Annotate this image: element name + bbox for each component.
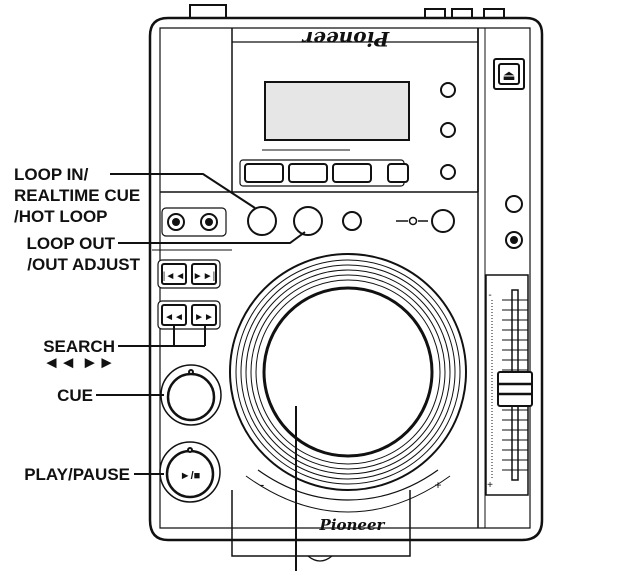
play-pause-icon: ►/■	[180, 470, 201, 482]
loop-in-button[interactable]	[247, 206, 277, 236]
function-button-3[interactable]	[332, 163, 372, 183]
callout-search: SEARCH	[43, 337, 115, 356]
callout-loop-out-1: LOOP OUT	[27, 234, 116, 253]
pitch-minus-label: -	[488, 290, 491, 301]
track-skip-buttons: |◄◄ ►►|	[157, 259, 221, 289]
track-search-small	[161, 207, 227, 237]
search-buttons: ◄◄ ►►	[157, 300, 221, 330]
callout-loop-out-2: /OUT ADJUST	[27, 255, 140, 274]
svg-text:►►|: ►►|	[193, 271, 215, 282]
svg-text:|◄◄: |◄◄	[163, 271, 185, 282]
callout-lines	[96, 173, 306, 571]
loop-in-leader	[110, 173, 256, 209]
display-side-buttons	[440, 82, 456, 180]
pitch-plus-label: +	[487, 480, 493, 491]
display-panel	[262, 81, 410, 151]
function-button-1[interactable]	[244, 163, 284, 183]
side-button-3[interactable]	[440, 164, 456, 180]
right-column-controls: ⏏	[493, 58, 525, 249]
eject-button[interactable]	[498, 63, 520, 85]
top-brand: Pioneer	[301, 27, 390, 51]
callout-loop-in-1: LOOP IN/	[14, 165, 89, 184]
function-buttons	[239, 159, 409, 187]
callout-cue: CUE	[57, 386, 93, 405]
function-button-4[interactable]	[387, 163, 409, 183]
cue-button[interactable]	[166, 372, 216, 422]
loop-out-leader	[118, 231, 306, 244]
jog-minus-label: -	[260, 476, 265, 492]
side-button-2[interactable]	[440, 122, 456, 138]
jog-dial: - +	[229, 253, 467, 513]
jog-wheel[interactable]	[262, 286, 434, 458]
svg-text:►►: ►►	[194, 312, 214, 323]
loop-buttons	[247, 206, 455, 236]
tempo-slider-knob[interactable]	[497, 371, 533, 407]
callout-play-pause: PLAY/PAUSE	[24, 465, 130, 484]
display-window	[264, 81, 410, 141]
callout-search-arrows: ◄◄ ►►	[43, 353, 115, 372]
right-knob-1[interactable]	[505, 195, 523, 213]
eject-icon: ⏏	[502, 67, 515, 83]
bottom-brand-text: Pioneer	[319, 516, 386, 534]
tempo-slider: - +	[485, 274, 533, 496]
callout-loop-in-2: REALTIME CUE	[14, 186, 140, 205]
top-brand-text: Pioneer	[301, 27, 390, 51]
play-pause-group: ►/■	[159, 441, 221, 503]
side-button-1[interactable]	[440, 82, 456, 98]
loop-side-button[interactable]	[431, 209, 455, 233]
track-next-button[interactable]	[191, 263, 217, 285]
cue-button-group	[160, 364, 222, 426]
callout-labels: LOOP IN/ REALTIME CUE /HOT LOOP LOOP OUT…	[14, 165, 141, 484]
jog-plus-label: +	[434, 478, 441, 492]
callout-loop-in-3: /HOT LOOP	[14, 207, 108, 226]
track-prev-button[interactable]	[161, 263, 187, 285]
reloop-button[interactable]	[342, 211, 362, 231]
function-button-2[interactable]	[288, 163, 328, 183]
loop-out-button[interactable]	[293, 206, 323, 236]
svg-text:◄◄: ◄◄	[164, 312, 184, 323]
